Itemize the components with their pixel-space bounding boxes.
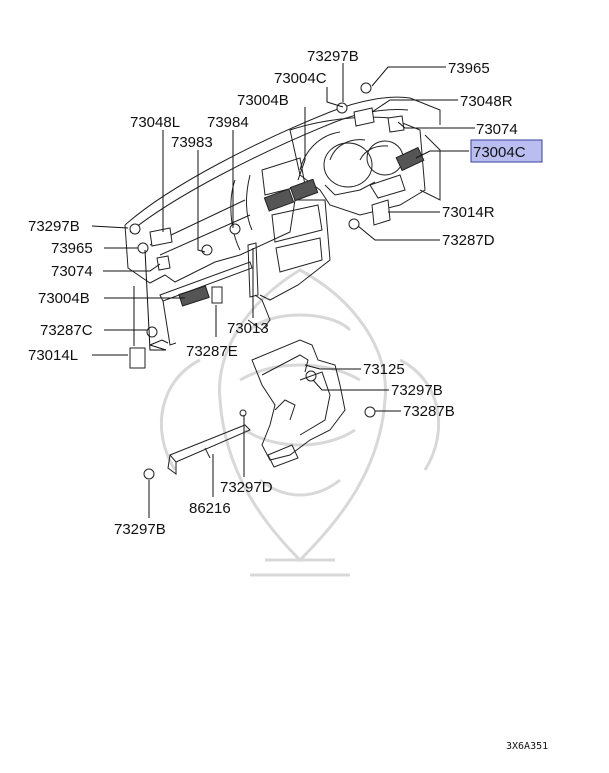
watermark-emblem: [159, 268, 441, 577]
label-73287b: 73287B: [403, 403, 455, 420]
label-73297b-bottom: 73297B: [114, 521, 166, 538]
label-73287d: 73287D: [442, 232, 495, 249]
label-73004c-highlighted: 73004C: [473, 144, 526, 161]
label-73048l: 73048L: [130, 114, 180, 131]
part-highlight-box: [470, 139, 543, 163]
lower-cover-73125: [251, 339, 346, 468]
vent-right: [395, 146, 425, 172]
label-73965-top: 73965: [448, 60, 490, 77]
leader-lines: [91, 63, 475, 518]
label-73297b-mid: 73297B: [391, 382, 443, 399]
label-73048r: 73048R: [460, 93, 513, 110]
dashboard-panel: [124, 96, 441, 331]
bracket-86216: [167, 424, 251, 475]
label-73965-left: 73965: [51, 240, 93, 257]
label-73297b-top: 73297B: [307, 48, 359, 65]
clip-parts: [129, 82, 405, 480]
label-73014r: 73014R: [442, 204, 495, 221]
label-86216: 86216: [189, 500, 231, 517]
figure-code: 3X6A351: [506, 741, 548, 752]
support-bracket-73013: [159, 242, 259, 346]
label-73004c-top: 73004C: [274, 70, 327, 87]
part-labels: 73297B 73965 73004C 73048R 73004B 73074 …: [28, 48, 526, 538]
label-73297b-left: 73297B: [28, 218, 80, 235]
label-73004b-top: 73004B: [237, 92, 289, 109]
label-73984: 73984: [207, 114, 249, 131]
label-73014l: 73014L: [28, 347, 78, 364]
label-73287c: 73287C: [40, 322, 93, 339]
vent-center: [263, 178, 319, 212]
label-73125: 73125: [363, 361, 405, 378]
label-73297d: 73297D: [220, 479, 273, 496]
label-73983: 73983: [171, 134, 213, 151]
label-73004b-left: 73004B: [38, 290, 90, 307]
label-73013: 73013: [227, 320, 269, 337]
label-73074-left: 73074: [51, 263, 93, 280]
label-73074-right: 73074: [476, 121, 518, 138]
label-73287e: 73287E: [186, 343, 238, 360]
